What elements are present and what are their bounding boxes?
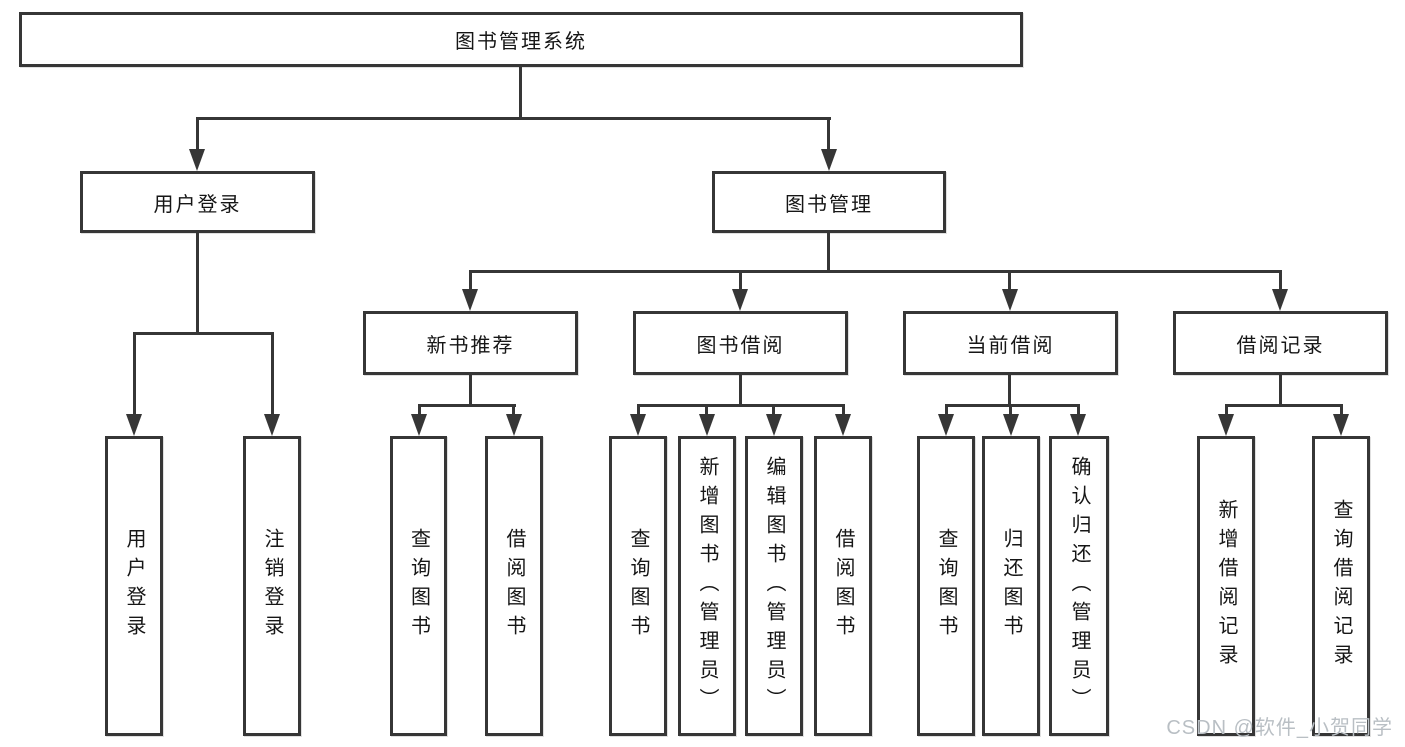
node-label-leaf-borrow-book-2: 借阅图书	[832, 528, 854, 644]
node-label-leaf-query-book-2: 查询图书	[627, 528, 649, 644]
connector-line	[842, 404, 845, 416]
connector-line	[418, 404, 516, 407]
arrowhead-down-icon	[264, 414, 280, 436]
node-label-current-borrow: 当前借阅	[966, 334, 1055, 357]
node-leaf-query-book-1: 查询图书	[390, 436, 447, 736]
connector-line	[1279, 375, 1282, 407]
arrowhead-down-icon	[699, 414, 715, 436]
connector-line	[133, 332, 136, 416]
arrowhead-down-icon	[732, 289, 748, 311]
connector-line	[1008, 375, 1011, 407]
connector-line	[827, 117, 830, 153]
node-leaf-user-login: 用户登录	[105, 436, 163, 736]
arrowhead-down-icon	[1333, 414, 1349, 436]
connector-line	[133, 332, 274, 335]
connector-line	[827, 233, 830, 273]
connector-line	[705, 404, 708, 416]
arrowhead-down-icon	[821, 149, 837, 171]
node-leaf-borrow-book-1: 借阅图书	[485, 436, 543, 736]
arrowhead-down-icon	[1070, 414, 1086, 436]
node-label-root-system: 图书管理系统	[455, 31, 587, 53]
node-label-leaf-return-book: 归还图书	[1000, 528, 1022, 644]
node-label-leaf-confirm-return: 确认归还（管理员）	[1068, 455, 1090, 717]
connector-line	[512, 404, 515, 416]
node-label-new-book-recommend: 新书推荐	[426, 334, 515, 357]
node-label-book-management: 图书管理	[785, 193, 873, 216]
node-root-system: 图书管理系统	[19, 12, 1023, 67]
connector-line	[945, 404, 948, 416]
arrowhead-down-icon	[462, 289, 478, 311]
arrowhead-down-icon	[630, 414, 646, 436]
node-leaf-query-borrow-record: 查询借阅记录	[1312, 436, 1370, 736]
node-label-leaf-add-book: 新增图书（管理员）	[696, 455, 718, 717]
connector-line	[637, 404, 640, 416]
connector-line	[1008, 270, 1011, 292]
connector-line	[1077, 404, 1080, 416]
connector-line	[772, 404, 775, 416]
connector-line	[1279, 270, 1282, 292]
node-label-borrow-records: 借阅记录	[1236, 334, 1325, 357]
connector-line	[1009, 404, 1012, 416]
connector-line	[418, 404, 421, 416]
connector-line	[196, 233, 199, 334]
connector-line	[469, 270, 1282, 273]
arrowhead-down-icon	[1003, 414, 1019, 436]
node-new-book-recommend: 新书推荐	[363, 311, 578, 375]
arrowhead-down-icon	[1002, 289, 1018, 311]
node-label-leaf-query-book-3: 查询图书	[935, 528, 957, 644]
node-label-leaf-query-book-1: 查询图书	[407, 528, 430, 644]
node-label-leaf-logout: 注销登录	[261, 528, 283, 644]
connector-line	[945, 404, 1080, 407]
connector-line	[196, 117, 199, 153]
node-leaf-return-book: 归还图书	[982, 436, 1040, 736]
node-label-leaf-borrow-book-1: 借阅图书	[503, 528, 525, 644]
node-label-user-login: 用户登录	[153, 193, 242, 216]
arrowhead-down-icon	[766, 414, 782, 436]
connector-line	[271, 332, 274, 416]
node-leaf-logout: 注销登录	[243, 436, 301, 736]
node-leaf-edit-book: 编辑图书（管理员）	[745, 436, 803, 736]
node-label-leaf-add-borrow-record: 新增借阅记录	[1215, 499, 1237, 673]
node-leaf-query-book-3: 查询图书	[917, 436, 975, 736]
connector-line	[469, 375, 472, 407]
connector-line	[519, 67, 522, 120]
node-book-borrow: 图书借阅	[633, 311, 848, 375]
connector-line	[469, 270, 472, 292]
connector-line	[1225, 404, 1342, 407]
arrowhead-down-icon	[1218, 414, 1234, 436]
node-leaf-add-book: 新增图书（管理员）	[678, 436, 736, 736]
arrowhead-down-icon	[938, 414, 954, 436]
connector-line	[739, 375, 742, 407]
node-user-login: 用户登录	[80, 171, 315, 233]
arrowhead-down-icon	[1272, 289, 1288, 311]
node-book-management: 图书管理	[712, 171, 946, 233]
arrowhead-down-icon	[126, 414, 142, 436]
node-label-leaf-query-borrow-record: 查询借阅记录	[1330, 499, 1352, 673]
connector-line	[1225, 404, 1228, 416]
node-borrow-records: 借阅记录	[1173, 311, 1388, 375]
arrowhead-down-icon	[506, 414, 522, 436]
arrowhead-down-icon	[411, 414, 427, 436]
node-leaf-borrow-book-2: 借阅图书	[814, 436, 872, 736]
node-current-borrow: 当前借阅	[903, 311, 1118, 375]
connector-line	[637, 404, 845, 407]
node-leaf-query-book-2: 查询图书	[609, 436, 667, 736]
node-leaf-add-borrow-record: 新增借阅记录	[1197, 436, 1255, 736]
arrowhead-down-icon	[835, 414, 851, 436]
node-leaf-confirm-return: 确认归还（管理员）	[1049, 436, 1109, 736]
arrowhead-down-icon	[189, 149, 205, 171]
node-label-leaf-user-login: 用户登录	[123, 528, 145, 644]
node-label-leaf-edit-book: 编辑图书（管理员）	[763, 455, 785, 717]
connector-line	[739, 270, 742, 292]
node-label-book-borrow: 图书借阅	[696, 334, 785, 357]
connector-line	[196, 117, 831, 120]
connector-line	[1340, 404, 1343, 416]
